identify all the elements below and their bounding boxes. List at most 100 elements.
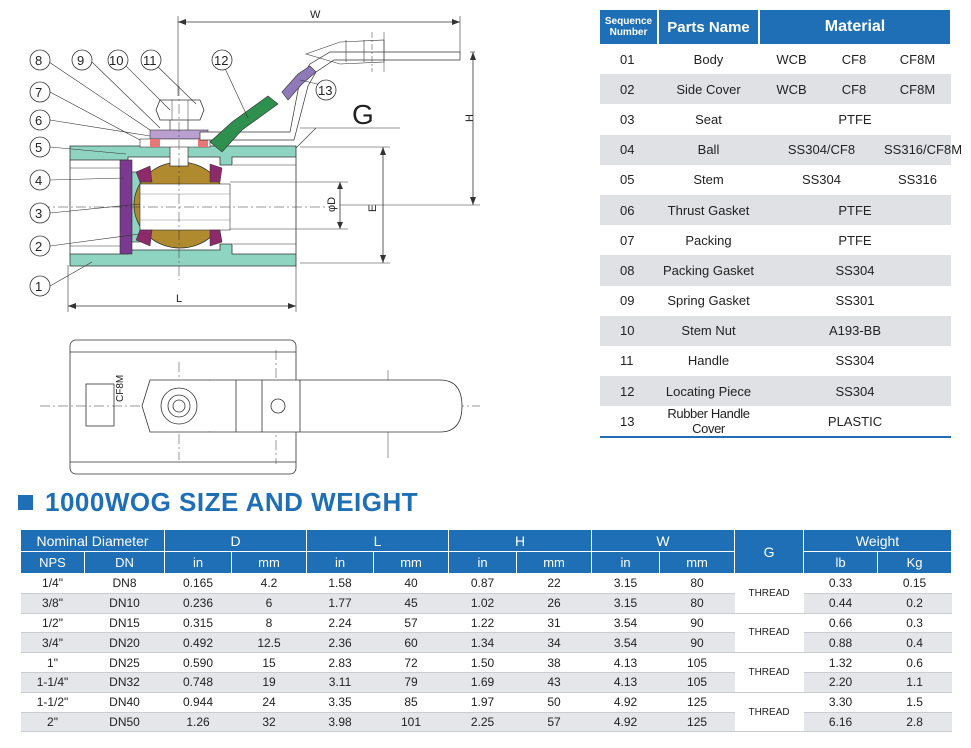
cell-l-in: 3.11 — [306, 672, 374, 693]
callout-4: 4 — [29, 169, 51, 191]
cell-weight-lb: 0.66 — [803, 613, 878, 634]
cell-h-mm: 38 — [516, 652, 592, 673]
cell-w-in: 3.15 — [591, 593, 660, 614]
cell-l-mm: 79 — [373, 672, 449, 693]
cell-w-mm: 90 — [659, 632, 735, 654]
cell-d-mm: 24 — [231, 692, 307, 713]
svg-text:6: 6 — [35, 113, 42, 128]
callout-11: 11 — [140, 49, 162, 71]
cell-d-mm: 19 — [231, 672, 307, 693]
cell-dn: DN50 — [84, 712, 165, 733]
cell-w-in: 4.13 — [591, 652, 660, 673]
cell-nps: 1/4" — [20, 573, 85, 594]
cell-h-mm: 43 — [516, 672, 592, 693]
callout-markers: 8 9 10 11 12 7 6 5 4 3 2 1 13 — [29, 49, 337, 297]
callout-2: 2 — [29, 235, 51, 257]
cell-w-in: 4.13 — [591, 672, 660, 693]
body-marking-cf8m: CF8M — [115, 375, 126, 402]
cell-l-mm: 85 — [373, 692, 449, 713]
cell-weight-kg: 0.4 — [877, 632, 952, 654]
svg-text:11: 11 — [143, 53, 157, 68]
header-l-mm: mm — [373, 551, 450, 574]
cell-dn: DN20 — [84, 632, 165, 654]
h-dimension-label: H — [464, 114, 476, 122]
section-title: 1000WOG SIZE AND WEIGHT — [18, 486, 419, 517]
svg-text:10: 10 — [109, 53, 123, 68]
cell-l-mm: 101 — [373, 712, 449, 733]
header-g: G — [734, 529, 805, 574]
callout-13: 13 — [315, 79, 337, 101]
svg-text:12: 12 — [214, 53, 228, 68]
cell-g-thread: THREAD — [734, 613, 804, 654]
cell-dn: DN15 — [84, 613, 165, 634]
cell-dn: DN40 — [84, 692, 165, 713]
cell-h-mm: 31 — [516, 613, 592, 634]
section-title-text: 1000WOG SIZE AND WEIGHT — [45, 486, 419, 517]
cell-d-mm: 6 — [231, 593, 307, 614]
cell-h-in: 1.34 — [448, 632, 517, 654]
cell-weight-kg: 2.8 — [877, 712, 952, 733]
cell-l-in: 3.35 — [306, 692, 374, 713]
cell-nps: 2" — [20, 712, 85, 733]
header-h-in: in — [448, 551, 518, 574]
cell-l-in: 2.24 — [306, 613, 374, 634]
cell-nps: 1-1/4" — [20, 672, 85, 693]
cell-nps: 3/8" — [20, 593, 85, 614]
header-lb: lb — [803, 551, 879, 574]
cell-w-in: 3.54 — [591, 613, 660, 634]
cell-l-in: 2.83 — [306, 652, 374, 673]
cell-nps: 1/2" — [20, 613, 85, 634]
cell-d-in: 0.748 — [164, 672, 232, 693]
svg-text:7: 7 — [35, 85, 42, 100]
cell-d-mm: 32 — [231, 712, 307, 733]
title-square-icon — [18, 494, 33, 510]
callout-1: 1 — [29, 275, 51, 297]
header-d-mm: mm — [231, 551, 308, 574]
svg-text:3: 3 — [35, 206, 42, 221]
cell-weight-kg: 0.6 — [877, 652, 952, 673]
cell-w-in: 3.54 — [591, 632, 660, 654]
cell-dn: DN10 — [84, 593, 165, 614]
header-h: H — [448, 529, 593, 552]
cell-h-mm: 57 — [516, 712, 592, 733]
cell-h-mm: 26 — [516, 593, 592, 614]
header-w-mm: mm — [659, 551, 736, 574]
cell-h-mm: 34 — [516, 632, 592, 654]
cell-d-in: 0.236 — [164, 593, 232, 614]
cell-weight-lb: 6.16 — [803, 712, 878, 733]
size-table-header-units: NPS DN in mm in mm in mm in mm lb Kg — [20, 551, 953, 574]
cell-nps: 1" — [20, 652, 85, 673]
cell-w-mm: 90 — [659, 613, 735, 634]
callout-9: 9 — [71, 49, 93, 71]
cell-nps: 1-1/2" — [20, 692, 85, 713]
header-d-in: in — [164, 551, 233, 574]
cell-weight-kg: 0.2 — [877, 593, 952, 614]
cell-d-in: 0.315 — [164, 613, 232, 634]
l-dimension-label: L — [176, 293, 182, 305]
cell-l-mm: 45 — [373, 593, 449, 614]
svg-text:2: 2 — [35, 239, 42, 254]
header-w: W — [591, 529, 736, 552]
cell-d-mm: 15 — [231, 652, 307, 673]
cell-l-in: 3.98 — [306, 712, 374, 733]
cell-weight-kg: 0.15 — [877, 573, 952, 594]
header-nominal-diameter: Nominal Diameter — [19, 529, 166, 552]
cell-weight-lb: 0.88 — [803, 632, 878, 654]
cell-l-mm: 40 — [373, 573, 449, 594]
callout-7: 7 — [29, 81, 51, 103]
size-weight-table: Nominal Diameter D L H W G Weight NPS DN… — [19, 529, 953, 733]
svg-text:5: 5 — [35, 140, 42, 155]
cell-w-mm: 80 — [659, 593, 735, 614]
cell-l-in: 1.58 — [306, 573, 374, 594]
cell-h-in: 1.22 — [448, 613, 517, 634]
